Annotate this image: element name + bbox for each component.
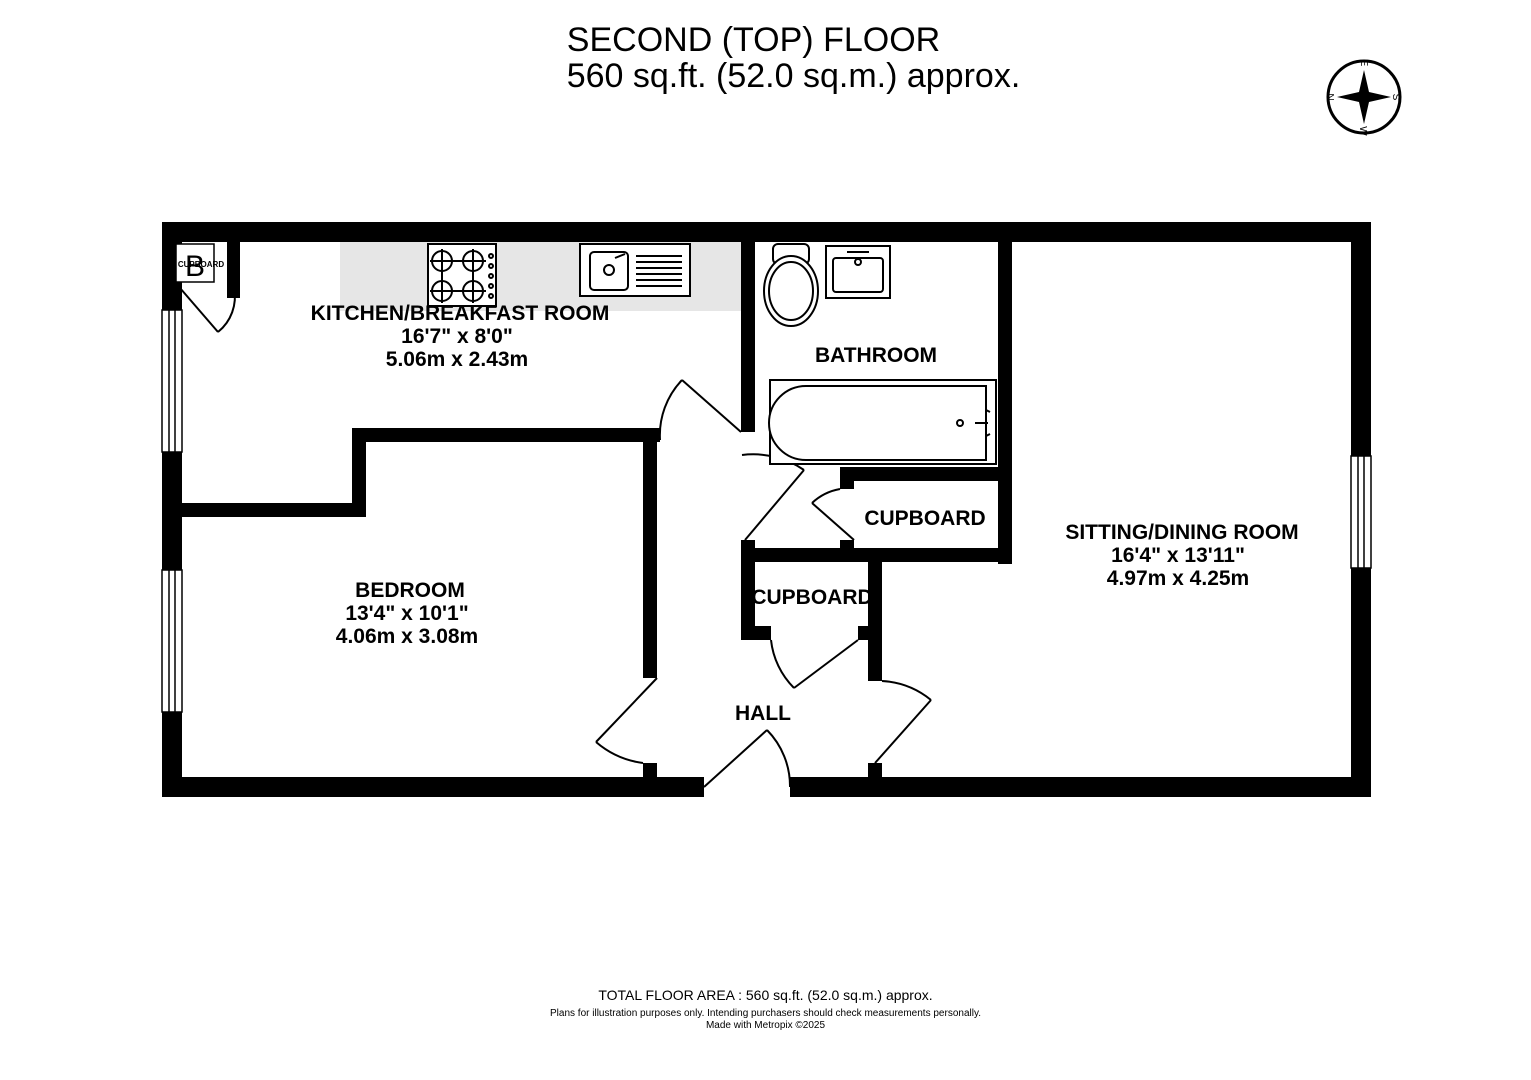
kitchen-metric: 5.06m x 2.43m: [386, 348, 528, 371]
window-bedroom: [161, 569, 183, 713]
bedroom-imperial: 13'4" x 10'1": [345, 602, 468, 625]
door-bathroom: [741, 453, 805, 541]
door-hall-cupboard: [770, 639, 859, 689]
boiler-cupboard-label: CUPBOARD: [178, 260, 224, 269]
door-sitting: [874, 680, 932, 764]
outer-wall-left-mid: [162, 452, 182, 570]
compass-s: S: [1390, 94, 1401, 101]
floor-title: SECOND (TOP) FLOOR: [566, 21, 941, 59]
outer-wall-bottom-left: [162, 777, 704, 797]
disclaimer: Plans for illustration purposes only. In…: [550, 1008, 981, 1019]
bathroom-wall-right: [998, 242, 1012, 564]
door-upper-cupboard: [811, 488, 855, 541]
boiler-cupboard-side: [227, 242, 240, 298]
kitchen-bedroom-step: [352, 428, 366, 517]
hall-cupboard-bottom: [741, 626, 771, 640]
total-floor-area: TOTAL FLOOR AREA : 560 sq.ft. (52.0 sq.m…: [598, 987, 933, 1003]
outer-wall-right: [1351, 222, 1371, 456]
sitting-imperial: 16'4" x 13'11": [1111, 544, 1245, 567]
credit: Made with Metropix ©2025: [705, 1020, 826, 1031]
boiler-cupboard-wall: [162, 283, 178, 288]
sitting-metric: 4.97m x 4.25m: [1107, 567, 1249, 590]
bath-icon: [768, 379, 997, 465]
kitchen-sink-icon: [579, 243, 691, 297]
bedroom-metric: 4.06m x 3.08m: [336, 625, 478, 648]
bedroom-name: BEDROOM: [355, 579, 465, 602]
bathroom-basin-icon: [825, 245, 891, 299]
outer-wall-left-bottom: [162, 712, 182, 797]
compass-n: N: [1324, 93, 1335, 100]
bathroom-wall-left: [741, 242, 755, 432]
cupboard-upper-name: CUPBOARD: [864, 507, 985, 530]
boiler-icon: [175, 243, 215, 283]
cupboard-lower-name: CUPBOARD: [751, 586, 872, 609]
compass-icon: E S W N: [1324, 59, 1402, 136]
floor-area: 560 sq.ft. (52.0 sq.m.) approx.: [566, 57, 1021, 95]
door-kitchen-hall: [658, 379, 742, 441]
sitting-name: SITTING/DINING ROOM: [1065, 521, 1298, 544]
window-kitchen: [161, 309, 183, 453]
door-bedroom: [595, 677, 658, 764]
outer-wall-bottom-right: [790, 777, 1371, 797]
hall-sitting-wall: [868, 548, 882, 681]
compass-e: E: [1358, 60, 1369, 67]
boiler-symbol: B: [185, 250, 205, 283]
upper-cupboard-jamb: [840, 540, 854, 550]
door-entrance: [703, 729, 792, 788]
kitchen-imperial: 16'7" x 8'0": [401, 325, 513, 348]
door-boiler-cupboard: [179, 287, 236, 333]
sitting-room: SITTING/DINING ROOM 16'4" x 13'11" 4.97m…: [1065, 521, 1298, 590]
kitchen-bedroom-wall-upper: [352, 428, 660, 442]
upper-cupboard-wall-left: [840, 467, 854, 489]
window-sitting: [1350, 455, 1372, 569]
hall-name: HALL: [735, 702, 791, 725]
kitchen-room: KITCHEN/BREAKFAST ROOM 16'7" x 8'0" 5.06…: [311, 302, 610, 371]
bedroom-hall-wall: [643, 428, 657, 678]
bathroom-name: BATHROOM: [815, 344, 937, 367]
kitchen-bedroom-wall: [182, 503, 365, 517]
walls: [162, 222, 1371, 797]
windows: [161, 309, 1372, 713]
kitchen-name: KITCHEN/BREAKFAST ROOM: [311, 302, 610, 325]
bedroom-hall-jamb: [643, 763, 657, 777]
boiler-cupboard: B CUPBOARD: [175, 243, 224, 283]
outer-wall-right-lower: [1351, 568, 1371, 797]
toilet-icon: [763, 243, 819, 327]
hall-cupboard-left: [741, 540, 755, 640]
bathroom-wall-bottom: [840, 467, 1012, 481]
hall-sitting-jamb: [868, 763, 882, 777]
bedroom-room: BEDROOM 13'4" x 10'1" 4.06m x 3.08m: [336, 579, 478, 648]
compass-w: W: [1357, 126, 1368, 136]
hob-icon: [427, 243, 497, 307]
outer-wall-top: [162, 222, 1371, 242]
